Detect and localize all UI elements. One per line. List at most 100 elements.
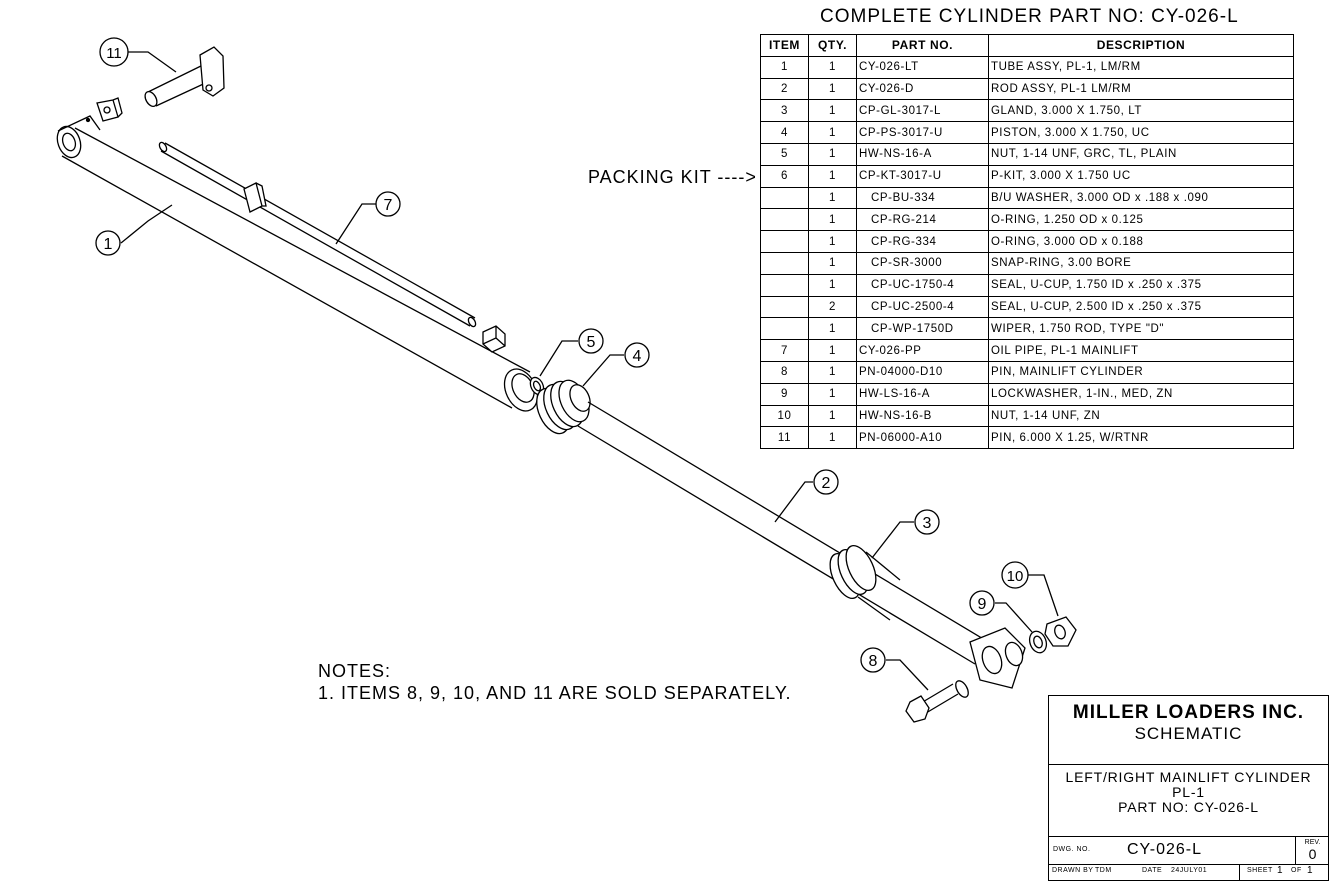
balloon-11-label: 11 xyxy=(106,45,122,62)
balloon-2-label: 2 xyxy=(822,475,831,492)
bom-item-cell: 9 xyxy=(760,382,809,406)
bom-part-cell: CY-026-PP xyxy=(856,339,989,362)
description-line-2: PL-1 xyxy=(1172,784,1205,800)
bom-description-cell: WIPER, 1.750 ROD, TYPE "D" xyxy=(988,317,1294,341)
balloon-9: 9 xyxy=(969,590,1033,633)
bom-part-cell: CP-GL-3017-L xyxy=(856,99,989,123)
bom-item-cell: 4 xyxy=(760,121,809,144)
bom-item-cell xyxy=(760,295,809,319)
bom-description-cell: NUT, 1-14 UNF, ZN xyxy=(988,404,1294,428)
drawn-by-value: TDM xyxy=(1095,867,1112,874)
company-name: MILLER LOADERS INC. xyxy=(1072,702,1305,723)
bom-item-cell: 1 xyxy=(760,55,809,79)
balloon-8-label: 8 xyxy=(869,653,878,670)
bom-qty-cell: 1 xyxy=(808,426,857,450)
balloon-10-label: 10 xyxy=(1007,568,1024,585)
bom-qty-cell: 1 xyxy=(808,404,857,428)
bom-header-row: ITEM QTY. PART NO. DESCRIPTION xyxy=(760,34,1294,57)
bom-description-cell: P-KIT, 3.000 X 1.750 UC xyxy=(988,164,1294,188)
bom-qty-cell: 1 xyxy=(808,77,857,101)
bom-qty-cell: 1 xyxy=(808,208,857,232)
sheet-value: 1 xyxy=(1277,865,1284,876)
sheet-label: SHEET xyxy=(1247,867,1273,874)
dwg-no-label: DWG. NO. xyxy=(1053,846,1091,853)
bom-description-cell: OIL PIPE, PL-1 MAINLIFT xyxy=(988,339,1294,362)
bom-item-cell: 6 xyxy=(760,164,809,188)
bom-part-cell: CP-UC-2500-4 xyxy=(856,295,989,319)
bom-item-cell: 5 xyxy=(760,142,809,166)
balloon-8: 8 xyxy=(860,647,929,691)
bom-part-cell: HW-NS-16-A xyxy=(856,142,989,166)
balloon-5-label: 5 xyxy=(587,334,596,351)
bom-part-cell: PN-04000-D10 xyxy=(856,360,989,384)
bom-item-cell: 11 xyxy=(760,426,809,450)
bom-qty-cell: 2 xyxy=(808,295,857,319)
bom-qty-cell: 1 xyxy=(808,99,857,123)
bom-description-cell: SEAL, U-CUP, 2.500 ID x .250 x .375 xyxy=(988,295,1294,319)
balloon-7: 7 xyxy=(335,191,401,245)
bom-description-cell: PIN, MAINLIFT CYLINDER xyxy=(988,360,1294,384)
bom-description-cell: GLAND, 3.000 X 1.750, LT xyxy=(988,99,1294,123)
col-item-header: ITEM xyxy=(760,34,809,57)
bom-item-cell xyxy=(760,273,809,297)
bom-part-cell: CP-SR-3000 xyxy=(856,251,989,275)
bom-description-cell: NUT, 1-14 UNF, GRC, TL, PLAIN xyxy=(988,142,1294,166)
bom-part-cell: PN-06000-A10 xyxy=(856,426,989,450)
bom-description-cell: SNAP-RING, 3.00 BORE xyxy=(988,251,1294,275)
bom-part-cell: CP-RG-334 xyxy=(856,230,989,253)
bom-description-cell: TUBE ASSY, PL-1, LM/RM xyxy=(988,55,1294,79)
bom-qty-cell: 1 xyxy=(808,339,857,362)
bom-part-cell: CP-PS-3017-U xyxy=(856,121,989,144)
bom-item-cell: 8 xyxy=(760,360,809,384)
revision-box: REV. 0 xyxy=(1295,837,1329,864)
balloon-1: 1 xyxy=(95,204,173,256)
bom-part-cell: HW-LS-16-A xyxy=(856,382,989,406)
bom-qty-cell: 1 xyxy=(808,273,857,297)
balloon-10: 10 xyxy=(1001,561,1059,617)
bom-item-cell xyxy=(760,230,809,253)
balloon-1-label: 1 xyxy=(104,236,113,253)
bom-qty-cell: 1 xyxy=(808,382,857,406)
notes-line-1: 1. ITEMS 8, 9, 10, AND 11 ARE SOLD SEPAR… xyxy=(318,683,792,703)
drawn-by-row: DRAWN BY TDM DATE 24JULY01 SHEET 1 OF 1 xyxy=(1049,864,1328,880)
title-block: MILLER LOADERS INC. SCHEMATIC LEFT/RIGHT… xyxy=(1048,695,1329,881)
drawing-number-row: DWG. NO. CY-026-L REV. 0 xyxy=(1049,837,1328,865)
dwg-no-value: CY-026-L xyxy=(1127,841,1203,858)
bom-qty-cell: 1 xyxy=(808,186,857,210)
bom-part-cell: HW-NS-16-B xyxy=(856,404,989,428)
notes-block: NOTES: 1. ITEMS 8, 9, 10, AND 11 ARE SOL… xyxy=(318,660,792,704)
gland-part xyxy=(829,545,901,621)
title-block-divider xyxy=(1239,864,1240,880)
description-line-3: PART NO: CY-026-L xyxy=(1118,799,1259,815)
bom-description-cell: LOCKWASHER, 1-IN., MED, ZN xyxy=(988,382,1294,406)
packing-kit-callout: PACKING KIT ----> xyxy=(588,167,757,187)
bom-qty-cell: 1 xyxy=(808,121,857,144)
bom-item-cell: 3 xyxy=(760,99,809,123)
bom-description-cell: O-RING, 3.000 OD x 0.188 xyxy=(988,230,1294,253)
bom-item-cell: 2 xyxy=(760,77,809,101)
bom-qty-cell: 1 xyxy=(808,317,857,341)
oil-pipe-part xyxy=(158,141,506,353)
bom-part-cell: CP-WP-1750D xyxy=(856,317,989,341)
bom-item-cell xyxy=(760,208,809,232)
bom-description-cell: SEAL, U-CUP, 1.750 ID x .250 x .375 xyxy=(988,273,1294,297)
rod-assembly-part xyxy=(577,401,1026,689)
bom-part-cell: CP-BU-334 xyxy=(856,186,989,210)
